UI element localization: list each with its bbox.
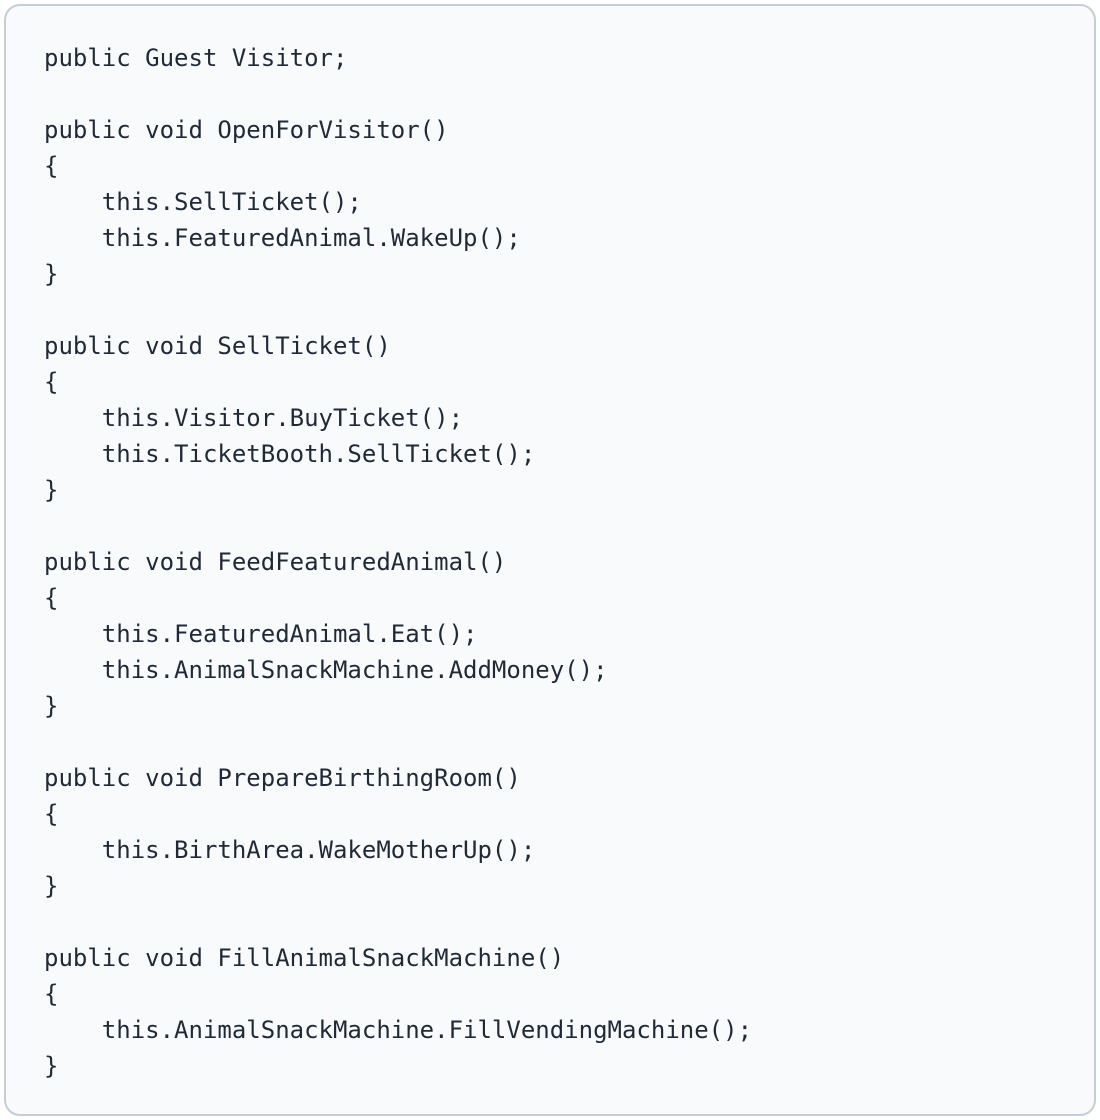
- code-line: }: [44, 692, 59, 720]
- code-panel: public Guest Visitor; public void OpenFor…: [4, 4, 1096, 1116]
- code-line: {: [44, 152, 59, 180]
- code-line: }: [44, 476, 59, 504]
- code-line: }: [44, 1052, 59, 1080]
- code-line: {: [44, 980, 59, 1008]
- code-line: [44, 508, 752, 544]
- code-line: public void FeedFeaturedAnimal(): [44, 548, 507, 576]
- code-line: this.AnimalSnackMachine.AddMoney();: [44, 656, 608, 684]
- code-line: this.FeaturedAnimal.WakeUp();: [44, 224, 521, 252]
- code-line: [44, 76, 752, 112]
- code-line: this.FeaturedAnimal.Eat();: [44, 620, 478, 648]
- code-line: public void OpenForVisitor(): [44, 116, 449, 144]
- code-line: this.AnimalSnackMachine.FillVendingMachi…: [44, 1016, 753, 1044]
- code-line: {: [44, 584, 59, 612]
- code-line: public void FillAnimalSnackMachine(): [44, 944, 565, 972]
- code-line: public Guest Visitor;: [44, 44, 348, 72]
- code-line: {: [44, 368, 59, 396]
- code-block: public Guest Visitor; public void OpenFor…: [44, 40, 752, 1084]
- code-line: this.BirthArea.WakeMotherUp();: [44, 836, 536, 864]
- code-line: {: [44, 800, 59, 828]
- code-line: [44, 724, 752, 760]
- code-line: this.Visitor.BuyTicket();: [44, 404, 464, 432]
- code-line: [44, 292, 752, 328]
- code-line: }: [44, 872, 59, 900]
- code-line: this.TicketBooth.SellTicket();: [44, 440, 536, 468]
- code-line: }: [44, 260, 59, 288]
- code-line: public void SellTicket(): [44, 332, 391, 360]
- code-line: this.SellTicket();: [44, 188, 362, 216]
- code-line: [44, 904, 752, 940]
- code-line: public void PrepareBirthingRoom(): [44, 764, 521, 792]
